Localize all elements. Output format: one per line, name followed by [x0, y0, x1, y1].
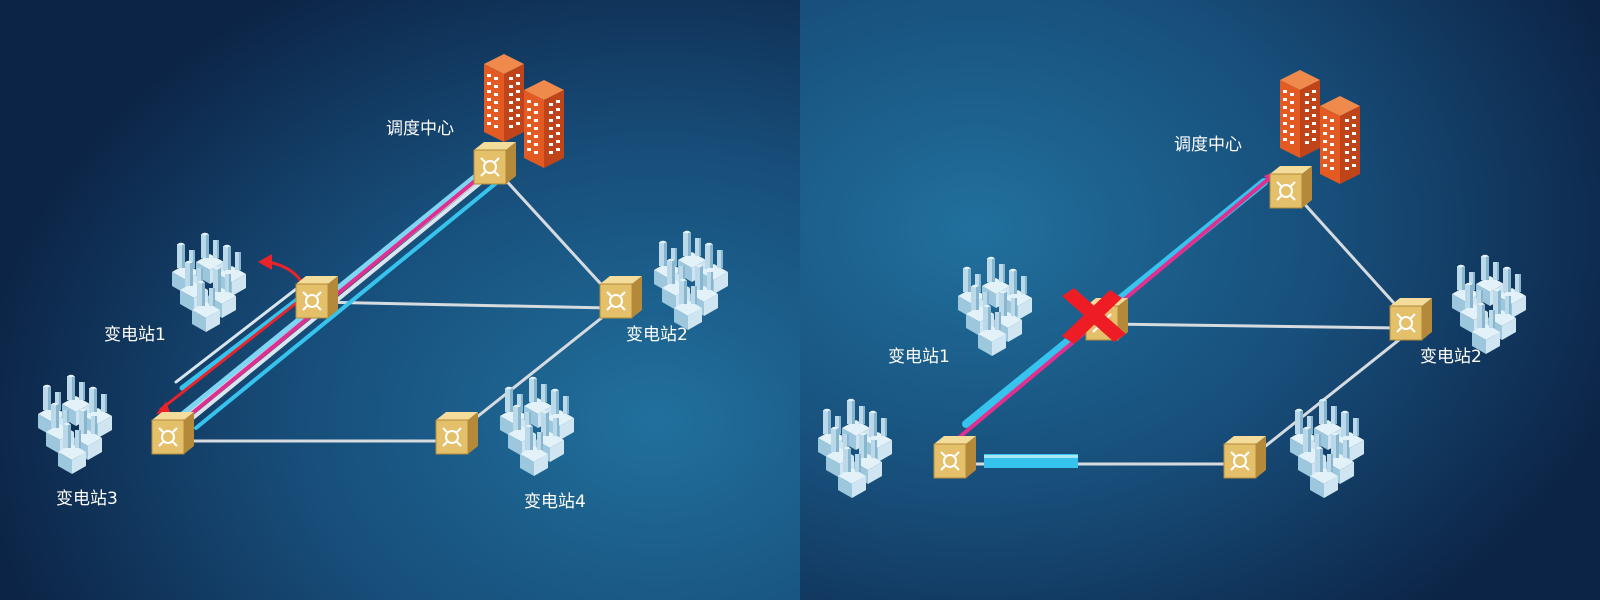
- link-center-sub2: [1288, 186, 1404, 314]
- label-dispatch-center: 调度中心: [1174, 135, 1242, 155]
- path-white-short: [174, 284, 302, 384]
- label-dispatch-center: 调度中心: [386, 119, 454, 139]
- label-substation-1: 变电站1: [888, 347, 950, 367]
- right-panel: 调度中心 变电站1 变电站2: [818, 70, 1526, 498]
- node-box-icon: [295, 275, 339, 319]
- path-cyan-short: [179, 287, 313, 391]
- link-sub1-sub2: [315, 300, 611, 310]
- node-box-icon: [435, 411, 479, 455]
- path-cyan-segment-highlight: [984, 455, 1078, 458]
- label-substation-3: 变电站3: [56, 489, 118, 509]
- fault-cross-icon: [1062, 288, 1126, 344]
- label-substation-2: 变电站2: [1420, 347, 1482, 367]
- path-cyan-inner: [194, 178, 502, 430]
- node-box-icon: [473, 141, 517, 185]
- node-box-icon: [1269, 165, 1313, 209]
- left-panel: 调度中心 变电站1 变电站2 变电站3 变电站4: [38, 54, 728, 512]
- node-box-icon: [1223, 435, 1267, 479]
- label-substation-4: 变电站4: [524, 492, 586, 512]
- node-box-icon: [151, 411, 195, 455]
- label-substation-1: 变电站1: [104, 325, 166, 345]
- label-substation-2: 变电站2: [626, 325, 688, 345]
- node-box-icon: [599, 275, 643, 319]
- link-center-sub2: [488, 161, 612, 296]
- link-sub4-sub2: [1247, 326, 1415, 462]
- path-pink: [182, 160, 500, 422]
- node-box-icon: [1389, 297, 1433, 341]
- node-box-icon: [933, 435, 977, 479]
- right-links: [950, 186, 1415, 466]
- link-sub1-sub2: [1105, 322, 1401, 330]
